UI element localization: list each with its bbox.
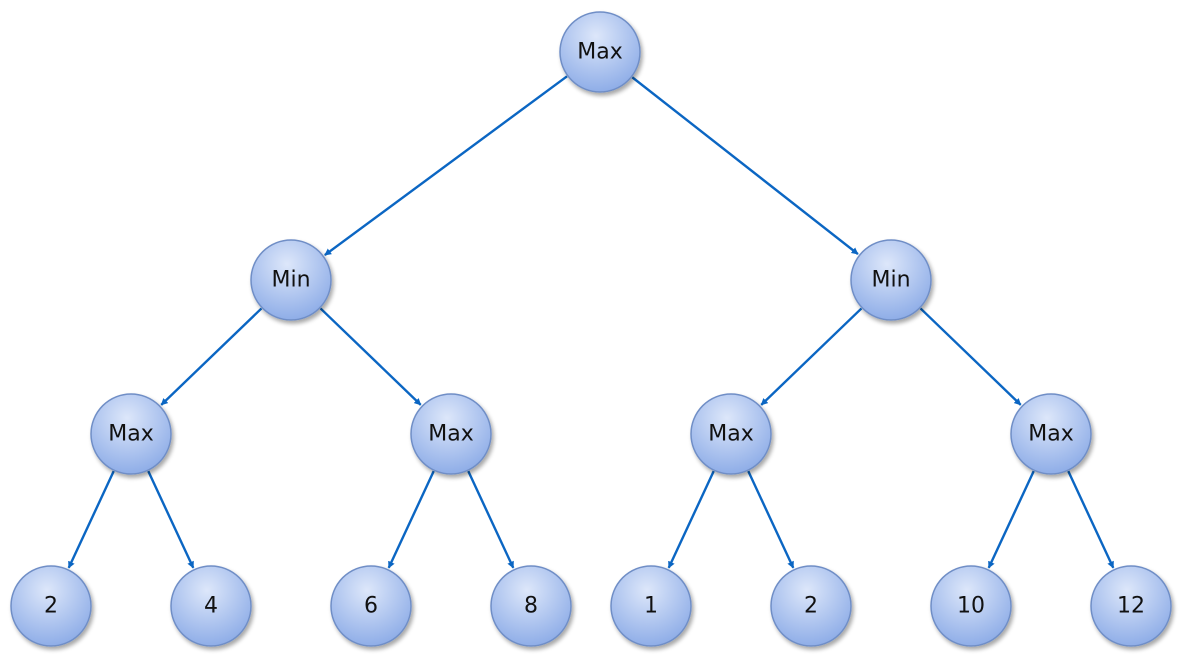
node-circle xyxy=(1010,393,1092,475)
tree-node-leaf-4: 8 xyxy=(490,565,572,647)
tree-node-leaf-5: 1 xyxy=(610,565,692,647)
tree-node-min-left: Min xyxy=(250,239,332,321)
node-circle xyxy=(330,565,412,647)
tree-node-max-1: Max xyxy=(90,393,172,475)
tree-node-leaf-1: 2 xyxy=(10,565,92,647)
node-label: 12 xyxy=(1117,594,1145,619)
tree-node-leaf-3: 6 xyxy=(330,565,412,647)
edge-arrow-max-4-to-leaf-7 xyxy=(987,470,1035,569)
edge-arrow-min-right-to-max-3 xyxy=(760,307,863,406)
tree-node-leaf-6: 2 xyxy=(770,565,852,647)
node-label: 2 xyxy=(44,594,58,619)
edge-arrow-root-to-min-right xyxy=(631,76,859,256)
node-label: 6 xyxy=(364,594,378,619)
edge-arrow-min-left-to-max-1 xyxy=(160,307,263,406)
node-label: 8 xyxy=(524,594,538,619)
tree-node-leaf-8: 12 xyxy=(1090,565,1172,647)
node-circle xyxy=(930,565,1012,647)
node-circle xyxy=(1090,565,1172,647)
edge-arrow-min-left-to-max-2 xyxy=(319,307,422,406)
tree-node-max-4: Max xyxy=(1010,393,1092,475)
node-label: Max xyxy=(1028,422,1073,447)
edge-arrow-max-4-to-leaf-8 xyxy=(1067,470,1115,569)
node-label: Max xyxy=(577,40,622,65)
edges-layer xyxy=(67,75,1115,569)
node-circle xyxy=(490,565,572,647)
node-circle xyxy=(850,239,932,321)
node-label: 10 xyxy=(957,594,985,619)
node-circle xyxy=(410,393,492,475)
node-label: Max xyxy=(708,422,753,447)
tree-node-leaf-2: 4 xyxy=(170,565,252,647)
node-circle xyxy=(610,565,692,647)
tree-node-max-3: Max xyxy=(690,393,772,475)
node-circle xyxy=(559,11,641,93)
node-label: Max xyxy=(108,422,153,447)
node-circle xyxy=(10,565,92,647)
node-circle xyxy=(250,239,332,321)
edge-arrow-max-1-to-leaf-1 xyxy=(67,470,115,569)
node-label: 2 xyxy=(804,594,818,619)
edge-arrow-max-3-to-leaf-5 xyxy=(667,470,715,569)
node-circle xyxy=(170,565,252,647)
node-circle xyxy=(690,393,772,475)
edge-arrow-max-2-to-leaf-3 xyxy=(387,470,435,569)
node-label: Min xyxy=(271,268,310,293)
tree-node-max-2: Max xyxy=(410,393,492,475)
tree-node-leaf-7: 10 xyxy=(930,565,1012,647)
edge-arrow-root-to-min-left xyxy=(324,75,568,257)
edge-arrow-min-right-to-max-4 xyxy=(919,307,1022,406)
tree-node-root: Max xyxy=(559,11,641,93)
node-label: Min xyxy=(871,268,910,293)
node-label: 4 xyxy=(204,594,218,619)
edge-arrow-max-2-to-leaf-4 xyxy=(467,470,515,569)
tree-node-min-right: Min xyxy=(850,239,932,321)
edge-arrow-max-1-to-leaf-2 xyxy=(147,470,195,569)
edge-arrow-max-3-to-leaf-6 xyxy=(747,470,795,569)
node-circle xyxy=(90,393,172,475)
node-label: Max xyxy=(428,422,473,447)
node-circle xyxy=(770,565,852,647)
node-label: 1 xyxy=(644,594,658,619)
